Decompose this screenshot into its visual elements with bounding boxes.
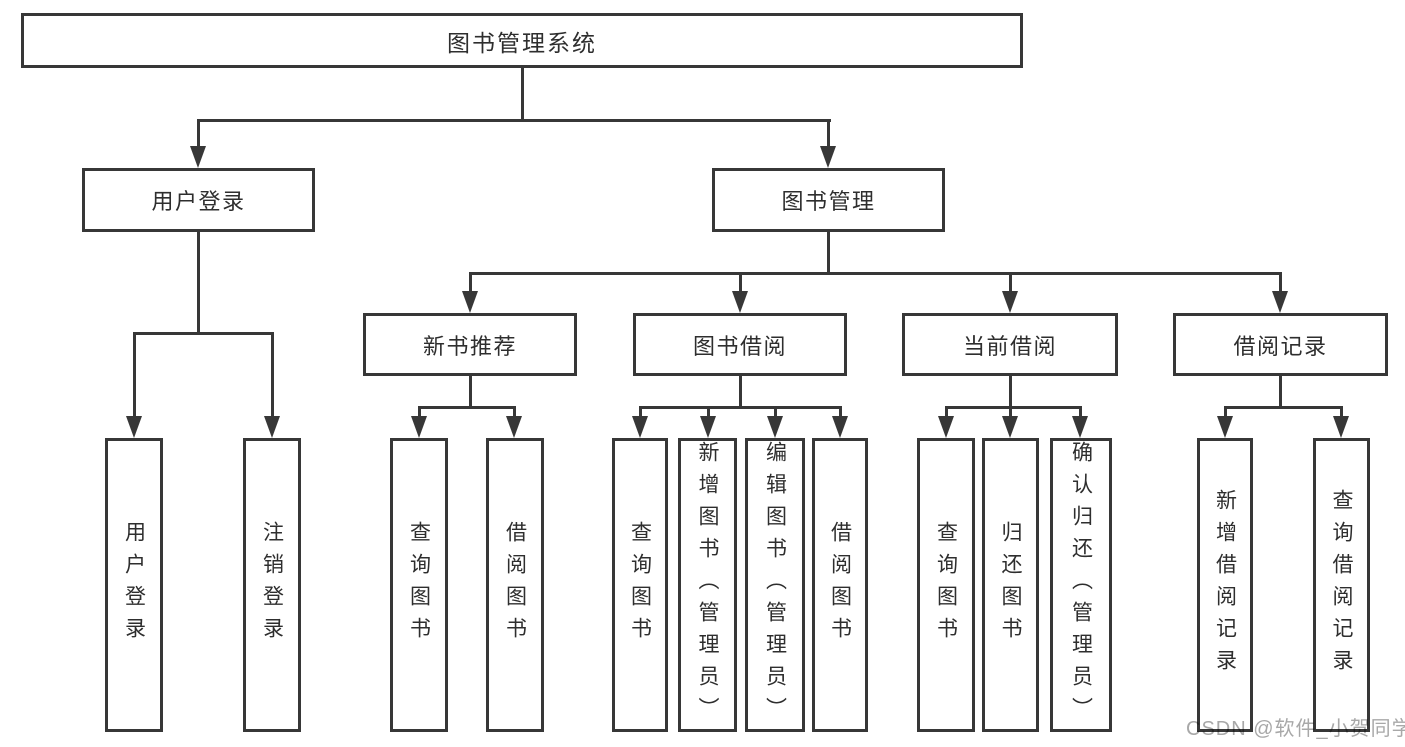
connector-line	[133, 332, 274, 335]
node-label: 借阅记录	[1233, 333, 1328, 359]
node-current-borrowing: 当前借阅	[902, 313, 1118, 376]
arrow-down-icon	[190, 146, 206, 168]
arrow-down-icon	[632, 416, 648, 438]
leaf-add-borrowing-record: 新增借阅记录	[1197, 438, 1253, 732]
connector-line	[1079, 406, 1082, 420]
node-label: 查询图书	[934, 521, 958, 649]
node-library-management-system: 图书管理系统	[21, 13, 1023, 68]
arrow-down-icon	[1333, 416, 1349, 438]
connector-line	[707, 406, 710, 420]
leaf-confirm-return-admin: 确认归还（管理员）	[1050, 438, 1112, 732]
connector-line	[469, 272, 1282, 275]
node-label: 借阅图书	[503, 521, 527, 649]
connector-line	[639, 406, 842, 409]
connector-line	[513, 406, 516, 420]
node-book-borrowing: 图书借阅	[633, 313, 847, 376]
leaf-query-books-current: 查询图书	[917, 438, 975, 732]
node-label: 借阅图书	[828, 521, 852, 649]
connector-line	[774, 406, 777, 420]
connector-line	[639, 406, 642, 420]
node-label: 图书管理	[781, 189, 876, 214]
node-label: 查询图书	[628, 521, 652, 649]
connector-line	[739, 376, 742, 409]
node-user-login: 用户登录	[82, 168, 315, 232]
node-label: 当前借阅	[962, 333, 1057, 359]
connector-line	[418, 406, 421, 420]
connector-line	[197, 232, 200, 335]
arrow-down-icon	[700, 416, 716, 438]
node-label: 确认归还（管理员）	[1069, 441, 1093, 729]
arrow-down-icon	[938, 416, 954, 438]
arrow-down-icon	[462, 291, 478, 313]
arrow-down-icon	[1217, 416, 1233, 438]
leaf-borrow-books-borrowing: 借阅图书	[812, 438, 868, 732]
leaf-query-books-borrowing: 查询图书	[612, 438, 668, 732]
connector-line	[945, 406, 948, 420]
arrow-down-icon	[820, 146, 836, 168]
arrow-down-icon	[732, 291, 748, 313]
leaf-query-books-recommend: 查询图书	[390, 438, 448, 732]
connector-line	[271, 332, 274, 418]
connector-line	[1009, 406, 1012, 420]
connector-line	[521, 68, 524, 122]
leaf-edit-book-admin: 编辑图书（管理员）	[745, 438, 805, 732]
node-label: 编辑图书（管理员）	[763, 441, 787, 729]
node-label: 图书借阅	[692, 333, 787, 359]
csdn-watermark: CSDN @软件_小贺同学	[1186, 718, 1405, 740]
connector-line	[469, 272, 472, 296]
node-label: 注销登录	[260, 521, 284, 649]
connector-line	[1340, 406, 1343, 420]
node-book-management: 图书管理	[712, 168, 945, 232]
node-new-book-recommendation: 新书推荐	[363, 313, 577, 376]
connector-line	[1224, 406, 1343, 409]
connector-line	[1279, 373, 1282, 409]
arrow-down-icon	[264, 416, 280, 438]
leaf-user-login: 用户登录	[105, 438, 163, 732]
connector-line	[1009, 376, 1012, 409]
arrow-down-icon	[832, 416, 848, 438]
leaf-query-borrowing-record: 查询借阅记录	[1313, 438, 1370, 732]
connector-line	[827, 119, 830, 149]
node-borrowing-records: 借阅记录	[1173, 313, 1388, 376]
connector-line	[469, 376, 472, 409]
connector-line	[418, 406, 516, 409]
connector-line	[133, 332, 136, 418]
connector-line	[739, 272, 742, 296]
node-label: 用户登录	[151, 189, 246, 214]
connector-line	[945, 406, 1082, 409]
arrow-down-icon	[126, 416, 142, 438]
connector-line	[1009, 272, 1012, 296]
arrow-down-icon	[1002, 291, 1018, 313]
connector-line	[839, 406, 842, 420]
arrow-down-icon	[411, 416, 427, 438]
connector-line	[197, 119, 831, 122]
node-label: 新增图书（管理员）	[696, 441, 719, 729]
arrow-down-icon	[506, 416, 522, 438]
node-label: 归还图书	[999, 521, 1022, 649]
connector-line	[1279, 272, 1282, 296]
node-label: 新增借阅记录	[1213, 489, 1237, 681]
node-label: 图书管理系统	[447, 29, 597, 56]
node-label: 查询图书	[407, 521, 431, 649]
node-label: 用户登录	[122, 521, 146, 649]
arrow-down-icon	[1072, 416, 1088, 438]
leaf-borrow-books-recommend: 借阅图书	[486, 438, 544, 732]
arrow-down-icon	[1272, 291, 1288, 313]
leaf-return-book: 归还图书	[982, 438, 1039, 732]
leaf-add-book-admin: 新增图书（管理员）	[678, 438, 737, 732]
arrow-down-icon	[767, 416, 783, 438]
connector-line	[197, 119, 200, 149]
connector-line	[827, 232, 830, 275]
connector-line	[1224, 406, 1227, 420]
leaf-logout: 注销登录	[243, 438, 301, 732]
node-label: 查询借阅记录	[1330, 489, 1353, 681]
arrow-down-icon	[1002, 416, 1018, 438]
node-label: 新书推荐	[422, 333, 517, 359]
